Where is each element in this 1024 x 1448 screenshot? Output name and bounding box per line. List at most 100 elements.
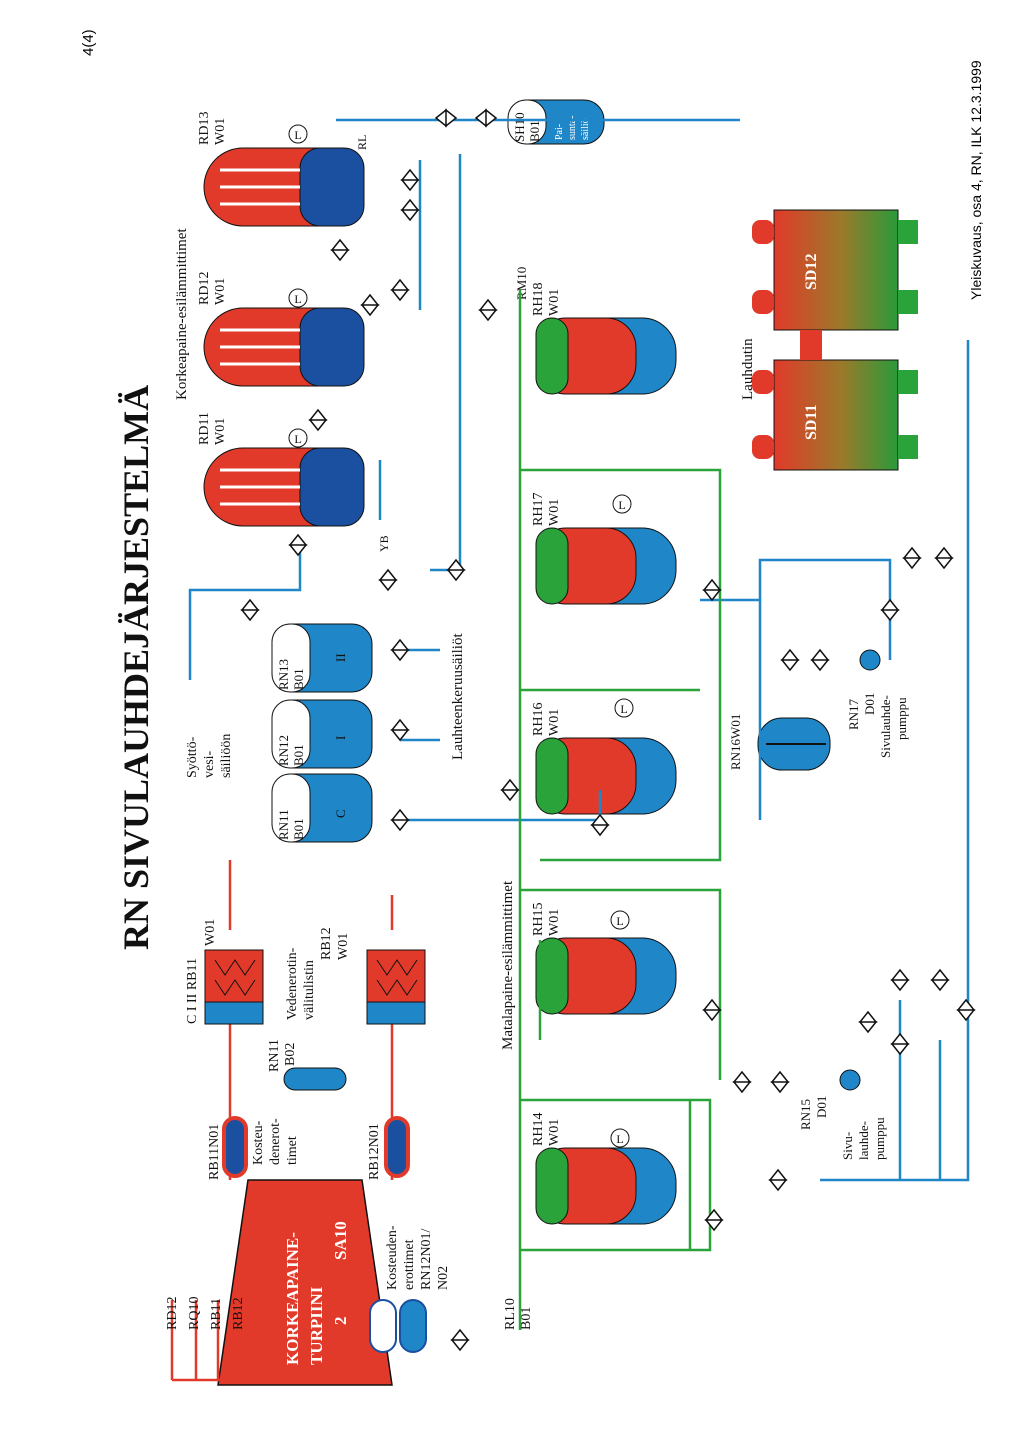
svg-text:W01: W01 bbox=[547, 289, 562, 316]
svg-text:säiliöön: säiliöön bbox=[219, 734, 234, 778]
lp-heater-rh14: L RH14 W01 bbox=[531, 1113, 677, 1225]
svg-text:RB11N01: RB11N01 bbox=[207, 1124, 222, 1180]
svg-text:RL: RL bbox=[355, 135, 369, 150]
tank-rn16: RN16W01 bbox=[728, 714, 831, 771]
svg-text:RH14: RH14 bbox=[531, 1113, 546, 1146]
lp-heater-rh18: RH18 W01 bbox=[531, 283, 677, 395]
svg-text:SH10: SH10 bbox=[512, 112, 527, 142]
svg-text:RN13: RN13 bbox=[276, 659, 291, 690]
svg-text:L: L bbox=[294, 432, 301, 446]
condensate-pipes bbox=[518, 290, 722, 1330]
hp-heaters: Korkeapaine-esilämmittimet L RD11 W01 L … bbox=[174, 112, 391, 552]
water-pipes bbox=[188, 118, 970, 1182]
svg-text:B01: B01 bbox=[291, 744, 306, 766]
lp-heater-rh16: L RH16 W01 bbox=[531, 698, 677, 815]
svg-text:D01: D01 bbox=[814, 1096, 829, 1118]
lp-heaters: Matalapaine-esilämmittimet L RH14 W01 L … bbox=[500, 267, 677, 1330]
svg-text:Sivu-: Sivu- bbox=[840, 1132, 855, 1160]
svg-text:SD12: SD12 bbox=[803, 254, 820, 290]
collection-tanks: RN11 B01 C RN12 B01 I RN13 B01 II Lauhte… bbox=[271, 623, 466, 843]
svg-text:Vedenerotin-: Vedenerotin- bbox=[285, 947, 300, 1020]
svg-text:pumppu: pumppu bbox=[894, 697, 909, 740]
svg-text:W01: W01 bbox=[547, 909, 562, 936]
svg-text:RH18: RH18 bbox=[531, 283, 546, 316]
hp-heater-rd12: L RD12 W01 bbox=[197, 272, 365, 387]
lp-heater-rh17: L RH17 W01 bbox=[531, 493, 677, 605]
svg-text:denerot-: denerot- bbox=[268, 1118, 283, 1165]
svg-text:RN11: RN11 bbox=[276, 809, 291, 840]
svg-text:L: L bbox=[618, 498, 625, 512]
condenser: SD12 SD11 Lauhdutin bbox=[740, 209, 918, 471]
svg-text:RD12: RD12 bbox=[197, 272, 212, 305]
svg-text:L: L bbox=[616, 1132, 623, 1146]
svg-text:RH17: RH17 bbox=[531, 493, 546, 526]
svg-text:B01: B01 bbox=[527, 120, 542, 142]
svg-text:W01: W01 bbox=[547, 709, 562, 736]
svg-text:W01: W01 bbox=[203, 919, 218, 946]
svg-text:Sivulauhde-: Sivulauhde- bbox=[878, 695, 893, 758]
svg-text:Pai-: Pai- bbox=[554, 124, 565, 140]
svg-text:2: 2 bbox=[331, 1317, 350, 1326]
svg-text:D01: D01 bbox=[862, 693, 877, 715]
moisture-separators-2: Kosteuden- erottimet RN12N01/ N02 bbox=[369, 1225, 451, 1353]
svg-text:KORKEAPAINE-: KORKEAPAINE- bbox=[283, 1232, 302, 1365]
hp-turbine: KORKEAPAINE- TURPIINI SA10 2 bbox=[217, 1179, 393, 1386]
tank-rn11-b02: RN11 B02 bbox=[267, 1039, 347, 1091]
svg-text:lauhde-: lauhde- bbox=[856, 1121, 871, 1160]
svg-text:Syöttö-: Syöttö- bbox=[185, 736, 200, 778]
svg-text:W01: W01 bbox=[213, 418, 228, 445]
svg-text:RN17: RN17 bbox=[846, 698, 861, 730]
svg-text:C I II RB11: C I II RB11 bbox=[185, 958, 200, 1024]
svg-text:B01: B01 bbox=[291, 818, 306, 840]
svg-text:RN16W01: RN16W01 bbox=[728, 714, 743, 770]
reheater-rb11: C I II RB11 W01 bbox=[185, 919, 264, 1025]
svg-text:pumppu: pumppu bbox=[872, 1117, 887, 1160]
svg-text:W01: W01 bbox=[213, 118, 228, 145]
svg-text:Kosteuden-: Kosteuden- bbox=[385, 1225, 400, 1290]
svg-text:I: I bbox=[333, 736, 348, 740]
feedwater-label: Syöttö- vesi- säiliöön bbox=[185, 734, 234, 778]
valves bbox=[240, 108, 976, 1352]
svg-text:RD11: RD11 bbox=[197, 412, 212, 445]
steam-line-rb12: RB12 bbox=[231, 1297, 246, 1330]
moisture-separators: RB11N01 RB12N01 Kosteu- denerot- timet bbox=[207, 1116, 410, 1180]
svg-text:SA10: SA10 bbox=[331, 1221, 350, 1260]
steam-line-rb11: RB11 bbox=[209, 1298, 224, 1330]
svg-text:välitulistin: välitulistin bbox=[302, 960, 317, 1020]
svg-text:vesi-: vesi- bbox=[202, 750, 217, 778]
svg-text:W01: W01 bbox=[213, 278, 228, 305]
svg-text:C: C bbox=[333, 809, 348, 818]
svg-text:W01: W01 bbox=[547, 499, 562, 526]
pump-rn15: RN15 D01 Sivu- lauhde- pumppu bbox=[798, 1069, 887, 1160]
svg-text:RB12: RB12 bbox=[319, 927, 334, 960]
svg-text:YB: YB bbox=[377, 535, 391, 552]
lp-heater-rh15: L RH15 W01 bbox=[531, 903, 677, 1015]
svg-text:Kosteu-: Kosteu- bbox=[251, 1120, 266, 1165]
condenser-label: Lauhdutin bbox=[740, 338, 756, 400]
svg-text:B02: B02 bbox=[283, 1043, 298, 1066]
svg-text:L: L bbox=[616, 914, 623, 928]
svg-text:säiliö: säiliö bbox=[580, 118, 591, 140]
svg-text:L: L bbox=[294, 128, 301, 142]
svg-text:erottimet: erottimet bbox=[402, 1239, 417, 1290]
svg-text:W01: W01 bbox=[547, 1119, 562, 1146]
svg-text:timet: timet bbox=[285, 1136, 300, 1165]
svg-text:W01: W01 bbox=[336, 933, 351, 960]
svg-text:SD11: SD11 bbox=[803, 404, 820, 440]
svg-text:RB12N01: RB12N01 bbox=[367, 1123, 382, 1180]
reheater-rb12: Vedenerotin- välitulistin RB12 W01 bbox=[285, 927, 426, 1025]
pump-rn17: RN17 D01 Sivulauhde- pumppu bbox=[846, 649, 909, 758]
condensate-tanks-label: Lauhteenkeruusäiliöt bbox=[450, 633, 466, 760]
svg-text:RN12: RN12 bbox=[276, 735, 291, 766]
svg-text:RH15: RH15 bbox=[531, 903, 546, 936]
svg-text:RD13: RD13 bbox=[197, 112, 212, 145]
svg-text:sunta-: sunta- bbox=[567, 116, 578, 140]
svg-text:B01: B01 bbox=[291, 668, 306, 690]
svg-text:N02: N02 bbox=[436, 1266, 451, 1290]
svg-text:RL10: RL10 bbox=[503, 1298, 518, 1330]
svg-text:RN15: RN15 bbox=[798, 1099, 813, 1130]
svg-text:RH16: RH16 bbox=[531, 703, 546, 736]
tank-rn11: RN11 B01 C bbox=[271, 773, 373, 843]
hp-heaters-label: Korkeapaine-esilämmittimet bbox=[174, 228, 190, 400]
